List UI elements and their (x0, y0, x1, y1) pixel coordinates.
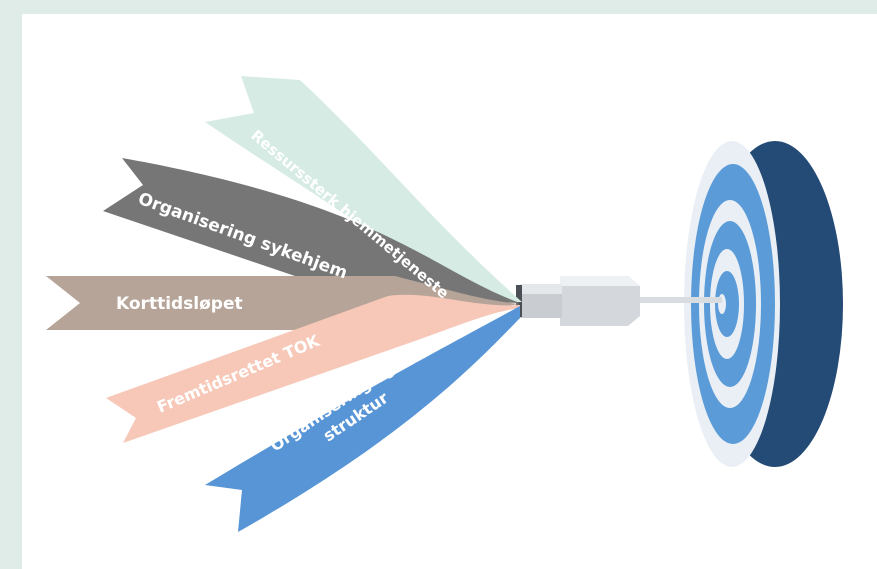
ribbon-label-korttidslopet: Korttidsløpet (116, 294, 243, 314)
ribbon-organisering-sykehjem (103, 158, 520, 303)
ribbon-organisering-og-struktur (205, 306, 520, 532)
target-bullseye (715, 271, 739, 337)
frame-top-border (0, 0, 877, 14)
target-icon (684, 141, 843, 467)
frame-left-border (0, 0, 22, 569)
ribbon-fremtidsrettet-tok (106, 294, 520, 443)
dart-barrel (560, 276, 640, 326)
dart-needle (640, 297, 722, 303)
dart-icon (516, 276, 722, 326)
ribbon-ressurssterk-hjemmetjeneste (205, 76, 522, 302)
